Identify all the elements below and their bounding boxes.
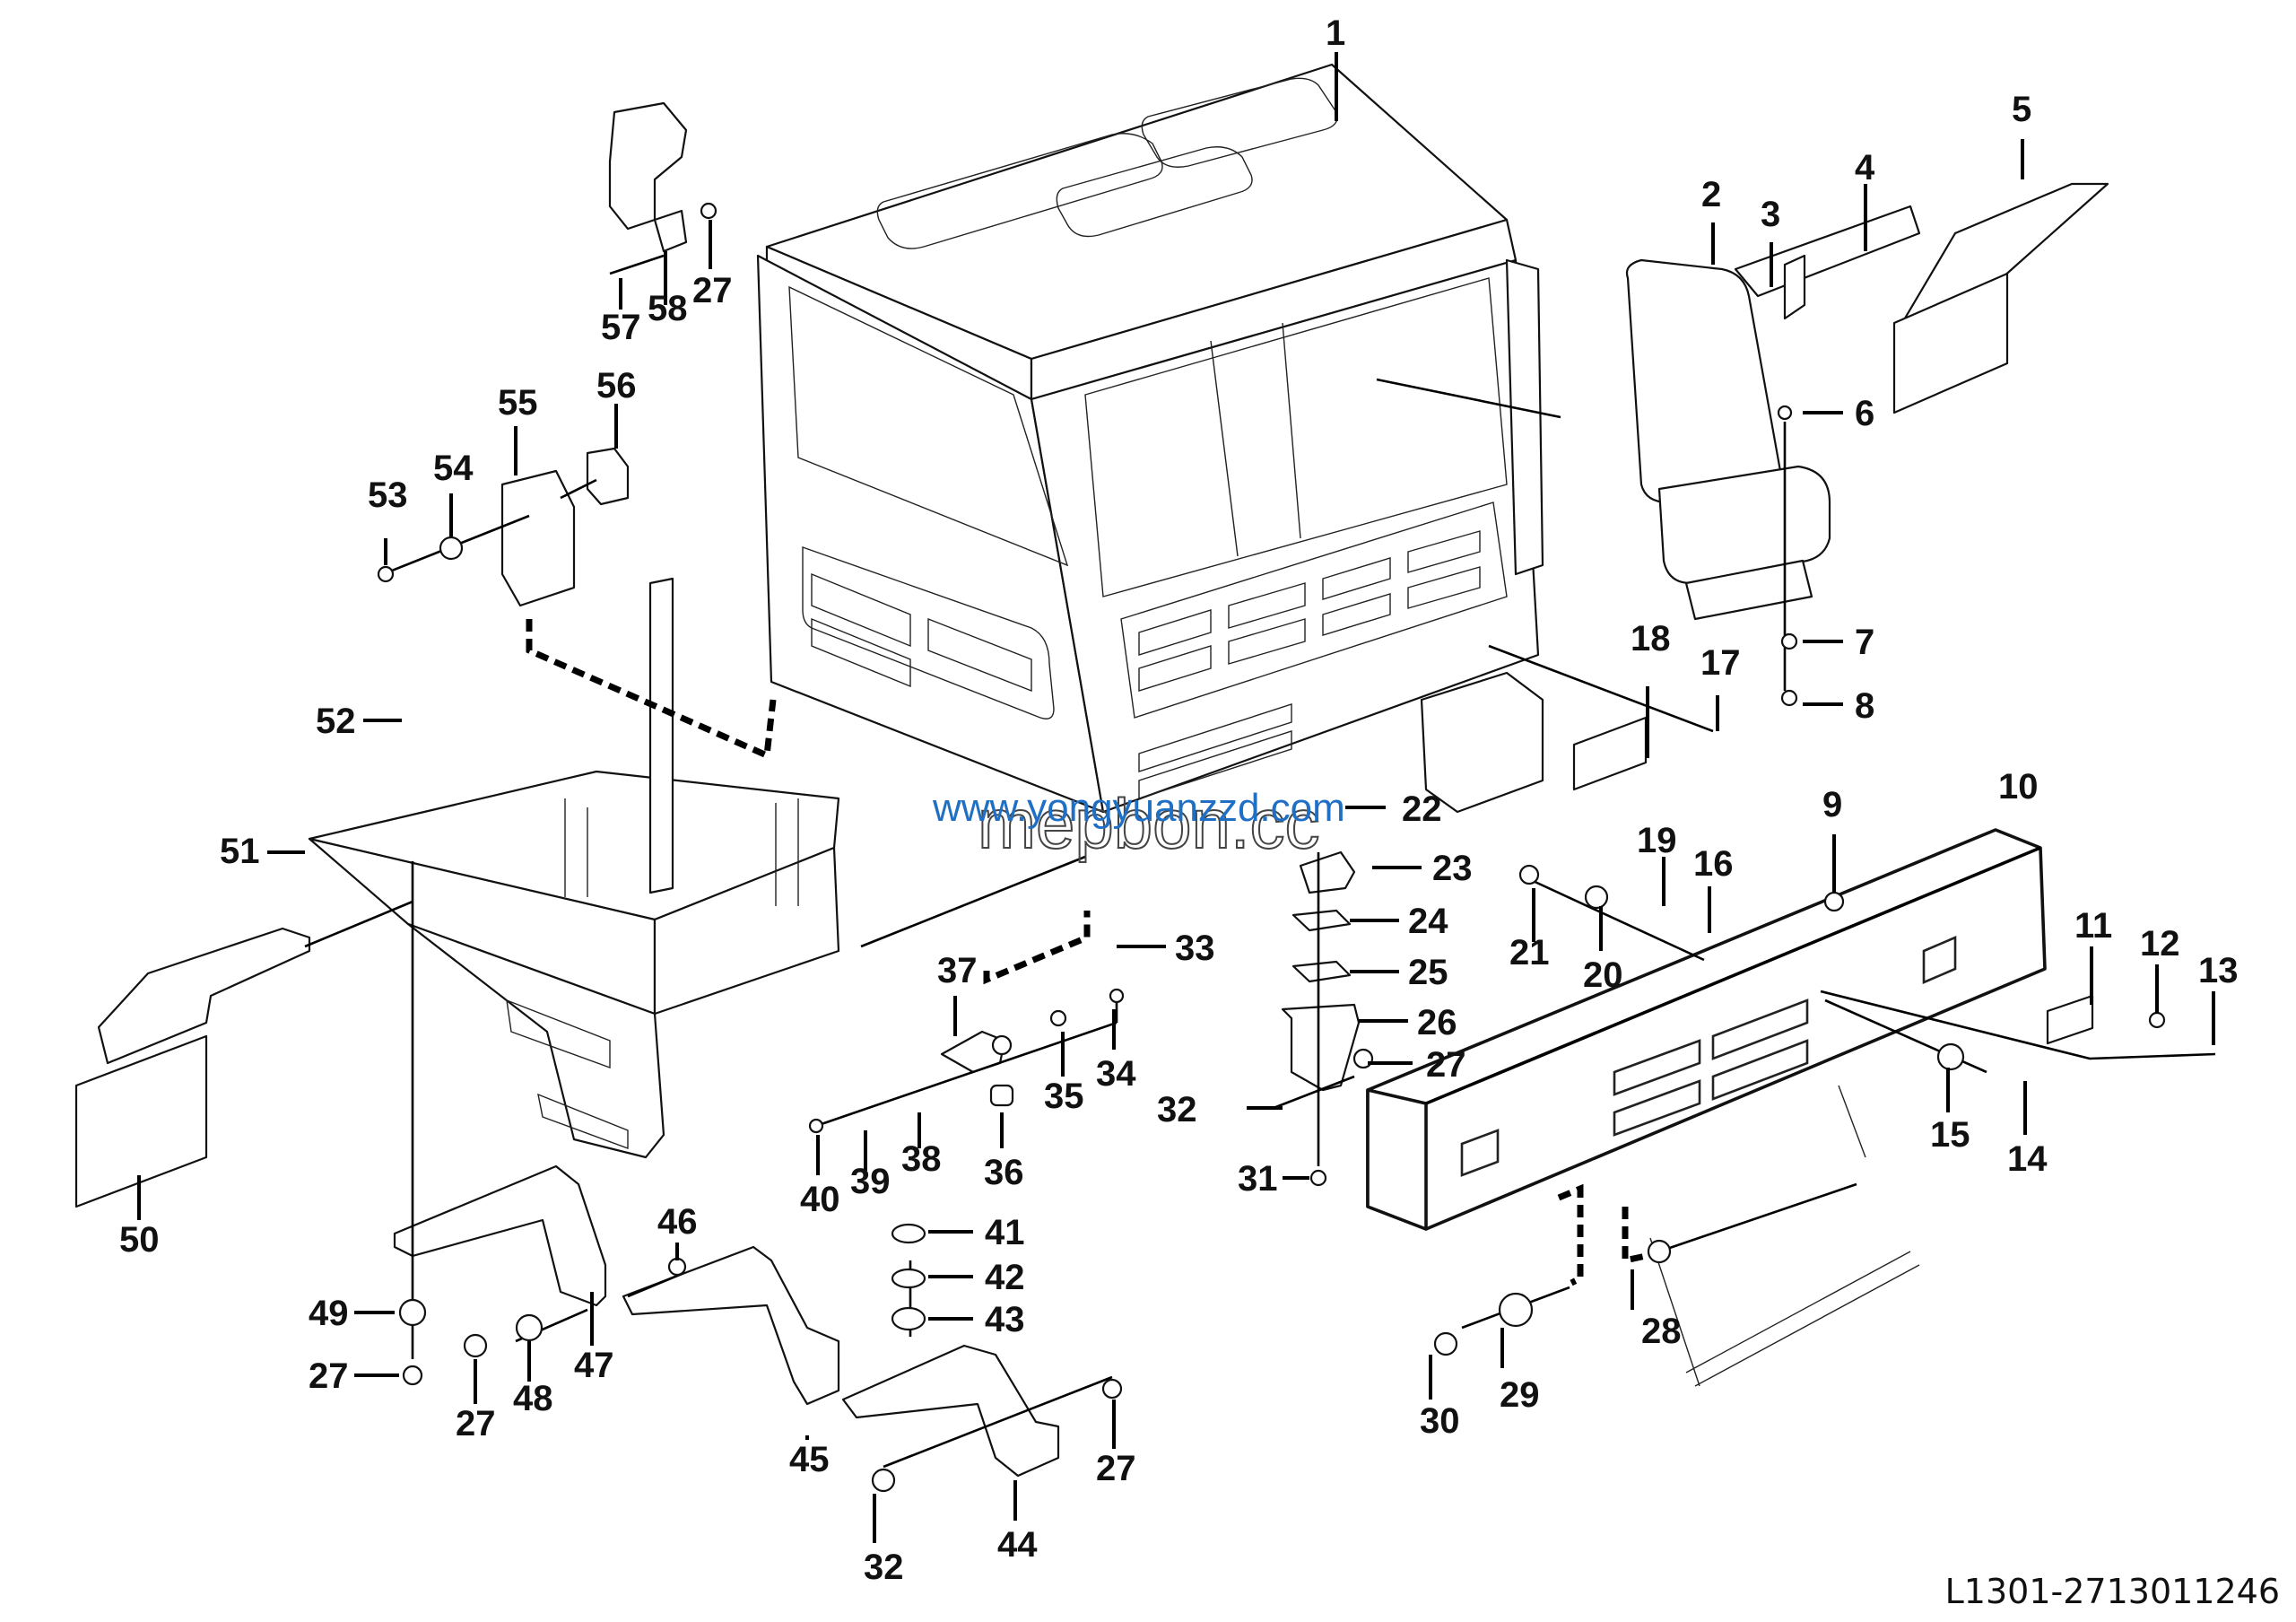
- tilt-bracket-drawing: [608, 101, 688, 275]
- callout-12[interactable]: 12: [2140, 924, 2180, 964]
- fastener-axes: [304, 378, 2216, 1469]
- cab-body-drawing: [756, 63, 1544, 814]
- callout-18[interactable]: 18: [1631, 619, 1671, 658]
- callout-27-mount[interactable]: 27: [1426, 1045, 1466, 1085]
- callout-22[interactable]: 22: [1402, 789, 1442, 829]
- step-ladder-drawing: [1649, 1085, 1920, 1387]
- callout-13[interactable]: 13: [2198, 951, 2239, 990]
- callout-34[interactable]: 34: [1096, 1054, 1136, 1094]
- callout-49[interactable]: 49: [309, 1294, 349, 1333]
- callout-53[interactable]: 53: [368, 475, 408, 515]
- callout-33[interactable]: 33: [1175, 929, 1215, 968]
- callout-23[interactable]: 23: [1432, 849, 1473, 888]
- watermark-outline: mepbon.cc: [978, 784, 1320, 863]
- callout-42[interactable]: 42: [985, 1258, 1025, 1297]
- callout-57[interactable]: 57: [601, 308, 641, 347]
- callout-56[interactable]: 56: [596, 366, 637, 406]
- callout-9[interactable]: 9: [1822, 785, 1842, 824]
- callout-15[interactable]: 15: [1930, 1115, 1970, 1155]
- callout-55[interactable]: 55: [498, 383, 538, 423]
- callout-37[interactable]: 37: [937, 951, 978, 990]
- callout-24[interactable]: 24: [1408, 902, 1448, 941]
- callout-4[interactable]: 4: [1855, 148, 1875, 187]
- callout-19[interactable]: 19: [1637, 821, 1677, 860]
- callout-38[interactable]: 38: [901, 1139, 942, 1179]
- bumper-drawing: [1366, 828, 2047, 1231]
- callout-40[interactable]: 40: [800, 1180, 840, 1219]
- callout-6[interactable]: 6: [1855, 394, 1874, 433]
- callout-58[interactable]: 58: [648, 289, 688, 328]
- callout-32-bottom[interactable]: 32: [864, 1548, 904, 1587]
- callout-35[interactable]: 35: [1044, 1077, 1084, 1116]
- callout-26[interactable]: 26: [1417, 1003, 1457, 1042]
- callout-31[interactable]: 31: [1238, 1159, 1278, 1199]
- callout-27-top[interactable]: 27: [692, 271, 733, 310]
- callout-54[interactable]: 54: [433, 449, 474, 488]
- callout-27-left[interactable]: 27: [309, 1356, 349, 1396]
- callout-8[interactable]: 8: [1855, 686, 1874, 726]
- callout-50[interactable]: 50: [119, 1220, 160, 1260]
- callout-39[interactable]: 39: [850, 1162, 891, 1201]
- callout-51[interactable]: 51: [220, 832, 260, 871]
- callout-44[interactable]: 44: [997, 1525, 1038, 1565]
- callout-5[interactable]: 5: [2012, 90, 2031, 129]
- fastener-glyphs: [377, 202, 2166, 1493]
- callout-25[interactable]: 25: [1408, 953, 1448, 992]
- callout-2[interactable]: 2: [1701, 175, 1721, 214]
- callout-48[interactable]: 48: [513, 1379, 553, 1418]
- seat-drawing: [1625, 258, 1831, 621]
- leader-lines: [137, 52, 2215, 1543]
- brackets-drawing: [393, 1164, 1060, 1478]
- platform-drawing: [308, 577, 840, 1159]
- callout-47[interactable]: 47: [574, 1346, 614, 1385]
- callout-45[interactable]: 45: [789, 1440, 830, 1479]
- callout-17[interactable]: 17: [1700, 643, 1741, 683]
- callout-30[interactable]: 30: [1420, 1401, 1460, 1441]
- callout-43[interactable]: 43: [985, 1300, 1025, 1339]
- callout-3[interactable]: 3: [1761, 195, 1780, 234]
- mudguard-left-drawing: [74, 927, 311, 1208]
- callout-36[interactable]: 36: [984, 1153, 1024, 1192]
- callout-labels: 1 2 3 4 5 6 7 8 9 10 11 12 13 14 15 16 1…: [119, 13, 2239, 1587]
- callout-28[interactable]: 28: [1641, 1312, 1682, 1351]
- hinge-and-mount-drawing: [940, 716, 2094, 1107]
- callout-27-bracket[interactable]: 27: [456, 1404, 496, 1443]
- callout-16[interactable]: 16: [1693, 844, 1734, 884]
- callout-10[interactable]: 10: [1998, 767, 2039, 807]
- callout-32-mount[interactable]: 32: [1157, 1090, 1197, 1129]
- callout-46[interactable]: 46: [657, 1202, 698, 1242]
- watermark-url: www.yongyuanzzd.com: [932, 786, 1345, 830]
- callout-1[interactable]: 1: [1326, 13, 1345, 53]
- drawing-number: L1301-2713011246: [1944, 1572, 2280, 1611]
- callout-7[interactable]: 7: [1855, 623, 1874, 662]
- callout-20[interactable]: 20: [1583, 955, 1623, 995]
- callout-41[interactable]: 41: [985, 1213, 1025, 1252]
- callout-27-right[interactable]: 27: [1096, 1449, 1136, 1488]
- callout-52[interactable]: 52: [316, 702, 356, 741]
- mudguard-right-drawing: [1734, 182, 2109, 414]
- callout-21[interactable]: 21: [1509, 933, 1550, 972]
- callout-11[interactable]: 11: [2074, 906, 2112, 946]
- callout-14[interactable]: 14: [2007, 1139, 2048, 1179]
- callout-29[interactable]: 29: [1500, 1375, 1540, 1415]
- watermarks: mepbon.cc www.yongyuanzzd.com: [932, 783, 1345, 864]
- lock-assembly-drawing: [387, 447, 630, 607]
